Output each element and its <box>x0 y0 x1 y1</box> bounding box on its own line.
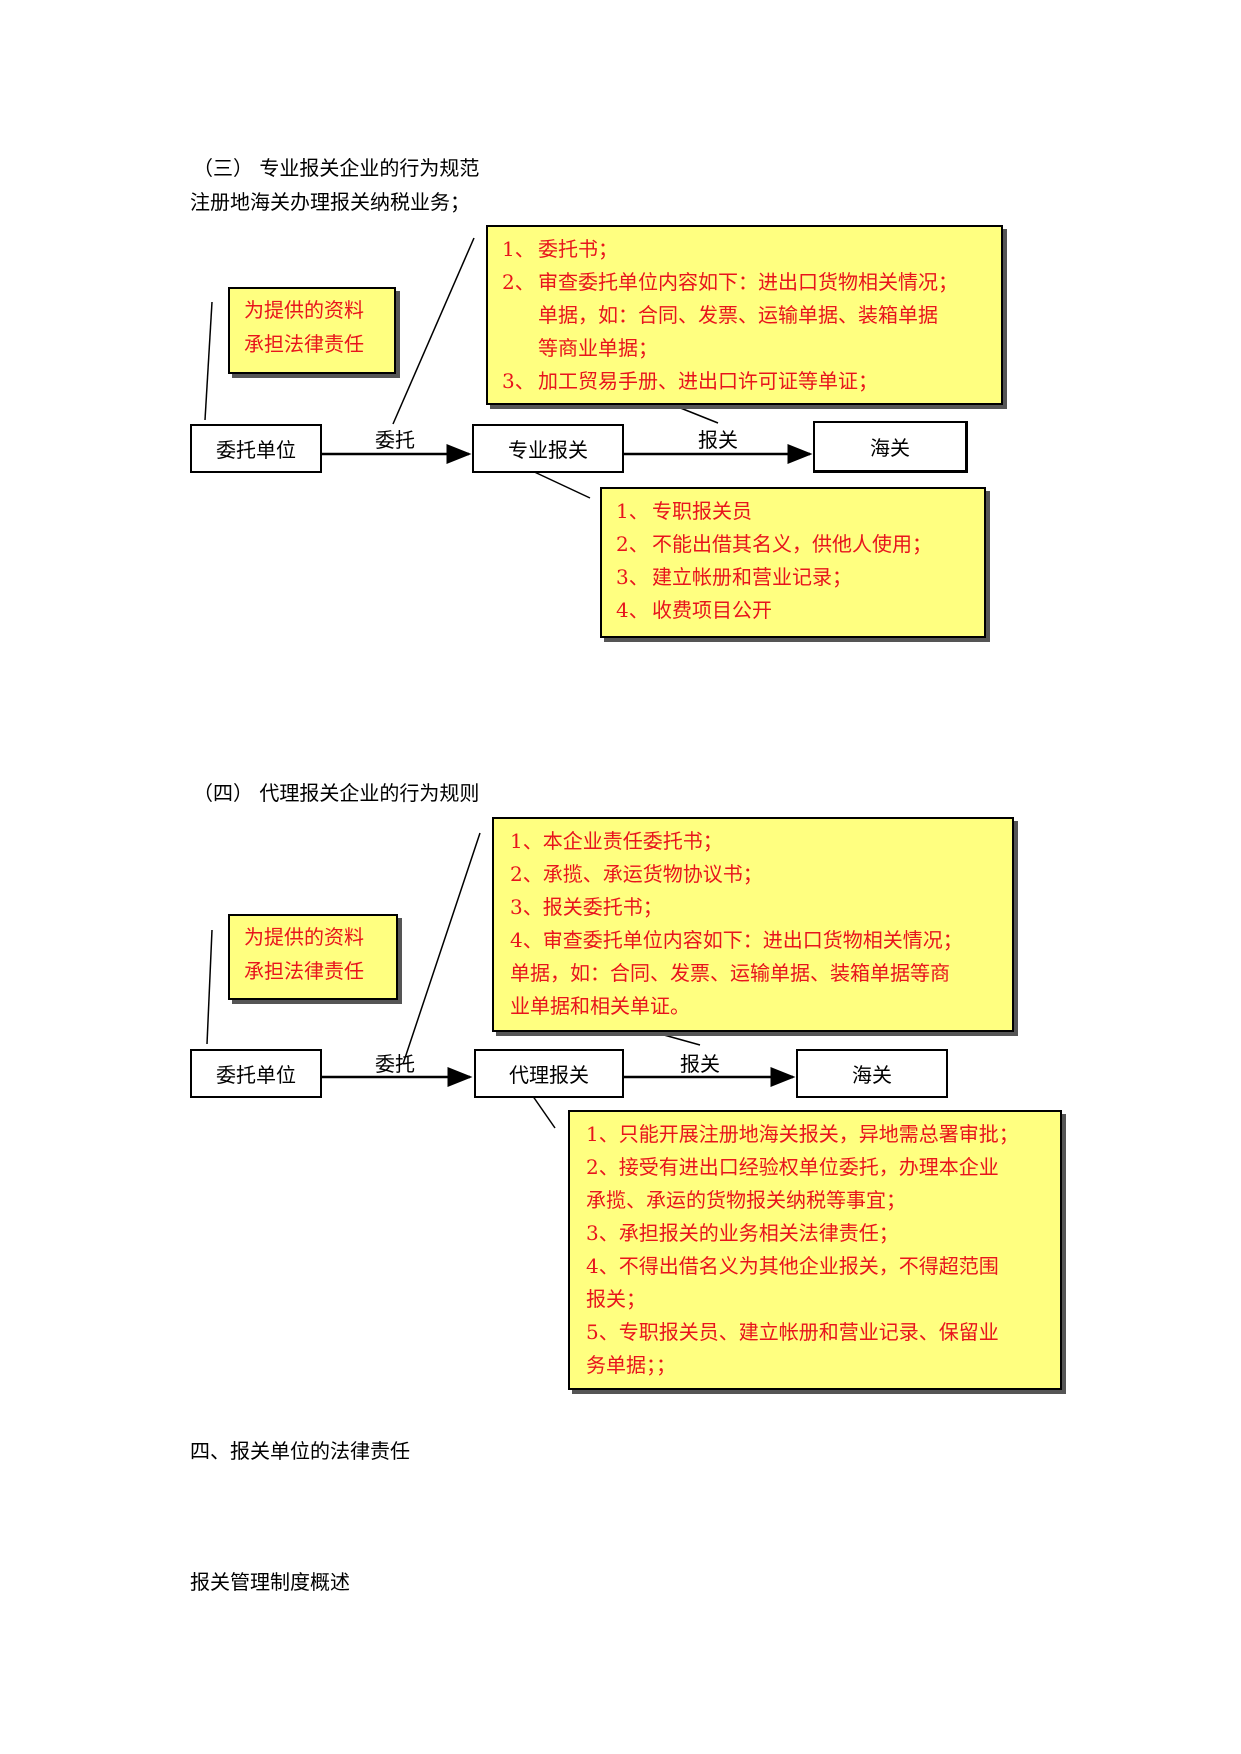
s4-line-topnote-arrow <box>645 1029 701 1046</box>
s3-liability-line-2: 承担法律责任 <box>244 332 364 356</box>
s4-line-arrow-topnote <box>402 832 481 1065</box>
s3-top-note-row-text: 单据，如：合同、发票、运输单据、装箱单据 <box>538 303 938 327</box>
s3-line-client-note <box>204 301 213 421</box>
s3-bottom-note-row-number: 1、 <box>616 499 649 523</box>
s3-top-note-row: 3、加工贸易手册、进出口许可证等单证； <box>502 365 987 398</box>
s3-top-note-row-text: 等商业单据； <box>538 336 658 360</box>
s3-client-box: 委托单位 <box>190 424 322 473</box>
s3-liability-line-1: 为提供的资料 <box>244 298 364 322</box>
s3-top-note-row-number <box>502 299 538 332</box>
s3-bottom-note-row: 4、收费项目公开 <box>616 594 970 627</box>
s4-top-note: 1、本企业责任委托书； 2、承揽、承运货物协议书； 3、报关委托书； 4、审查委托单位… <box>492 817 1014 1032</box>
s3-line-arrow-topnote <box>392 237 475 425</box>
s3-top-note: 1、委托书；2、审查委托单位内容如下：进出口货物相关情况；单据，如：合同、发票、… <box>486 225 1003 405</box>
s3-bottom-note-row-text: 专职报关员 <box>652 499 752 523</box>
s4-bottom-note-line: 承揽、承运的货物报关纳税等事宜； <box>586 1188 906 1212</box>
s3-top-note-row-text: 加工贸易手册、进出口许可证等单证； <box>538 369 878 393</box>
s3-bottom-note-row-text: 不能出借其名义，供他人使用； <box>652 532 932 556</box>
section3-subline: 注册地海关办理报关纳税业务； <box>190 190 470 214</box>
s4-broker-box: 代理报关 <box>474 1049 624 1098</box>
s3-top-note-row: 单据，如：合同、发票、运输单据、装箱单据 <box>502 299 987 332</box>
s3-bottom-note-row: 3、建立帐册和营业记录； <box>616 561 970 594</box>
s4-top-note-line: 1、本企业责任委托书； <box>510 829 723 853</box>
s4-line-client-note <box>206 929 213 1045</box>
s4-bottom-note-line: 4、不得出借名义为其他企业报关，不得超范围 <box>586 1254 999 1278</box>
s3-bottom-note-row-text: 收费项目公开 <box>652 598 772 622</box>
s4-bottom-note-line: 务单据；； <box>586 1353 676 1377</box>
s4-liability-note: 为提供的资料 承担法律责任 <box>228 914 398 1000</box>
s4-top-note-line: 4、审查委托单位内容如下：进出口货物相关情况； <box>510 928 963 952</box>
s4-customs-box: 海关 <box>796 1049 948 1098</box>
s3-top-note-row-number: 3、 <box>502 369 535 393</box>
s4-bottom-note: 1、只能开展注册地海关报关，异地需总署审批； 2、接受有进出口经验权单位委托，办理… <box>568 1110 1062 1390</box>
s4-bottom-note-line: 3、承担报关的业务相关法律责任； <box>586 1221 899 1245</box>
footer-heading: 四、报关单位的法律责任 <box>190 1439 410 1463</box>
s4-bottom-note-line: 报关； <box>586 1287 646 1311</box>
section3-heading: （三） 专业报关企业的行为规范 <box>193 156 480 180</box>
s3-line-topnote-arrow <box>667 402 719 424</box>
s3-top-note-row-text: 委托书； <box>538 237 618 261</box>
s3-bottom-note-row: 1、专职报关员 <box>616 495 970 528</box>
s3-bottom-note-row: 2、不能出借其名义，供他人使用； <box>616 528 970 561</box>
s3-liability-note: 为提供的资料 承担法律责任 <box>228 287 396 374</box>
s3-top-note-row-number: 2、 <box>502 270 535 294</box>
s3-arrow2-label: 报关 <box>698 428 738 452</box>
s4-arrow2-label: 报关 <box>680 1052 720 1076</box>
s4-top-note-line: 业单据和相关单证。 <box>510 994 690 1018</box>
s3-line-broker-bottomnote <box>527 468 591 499</box>
section4-heading: （四） 代理报关企业的行为规则 <box>193 781 480 805</box>
s4-top-note-line: 单据，如：合同、发票、运输单据、装箱单据等商 <box>510 961 950 985</box>
s3-bottom-note-row-number: 3、 <box>616 565 649 589</box>
s3-top-note-row-text: 审查委托单位内容如下：进出口货物相关情况； <box>538 270 958 294</box>
s3-arrow1-label: 委托 <box>375 428 415 452</box>
s4-top-note-line: 3、报关委托书； <box>510 895 663 919</box>
s4-client-box: 委托单位 <box>190 1049 322 1098</box>
s3-top-note-row: 1、委托书； <box>502 233 987 266</box>
s3-top-note-row: 2、审查委托单位内容如下：进出口货物相关情况； <box>502 266 987 299</box>
s3-top-note-row-number <box>502 332 538 365</box>
s3-broker-box: 专业报关 <box>472 424 624 473</box>
s3-top-note-row: 等商业单据； <box>502 332 987 365</box>
s4-bottom-note-line: 2、接受有进出口经验权单位委托，办理本企业 <box>586 1155 999 1179</box>
s4-top-note-line: 2、承揽、承运货物协议书； <box>510 862 763 886</box>
s4-liability-line-1: 为提供的资料 <box>244 925 364 949</box>
s4-bottom-note-line: 5、专职报关员、建立帐册和营业记录、保留业 <box>586 1320 999 1344</box>
s3-bottom-note-row-number: 2、 <box>616 532 649 556</box>
s3-customs-box: 海关 <box>813 421 968 473</box>
footer-summary: 报关管理制度概述 <box>190 1570 350 1594</box>
s4-liability-line-2: 承担法律责任 <box>244 959 364 983</box>
s3-top-note-row-number: 1、 <box>502 237 535 261</box>
s3-bottom-note-row-number: 4、 <box>616 598 649 622</box>
s4-bottom-note-line: 1、只能开展注册地海关报关，异地需总署审批； <box>586 1122 1019 1146</box>
s4-arrow1-label: 委托 <box>375 1052 415 1076</box>
s3-bottom-note-row-text: 建立帐册和营业记录； <box>652 565 852 589</box>
